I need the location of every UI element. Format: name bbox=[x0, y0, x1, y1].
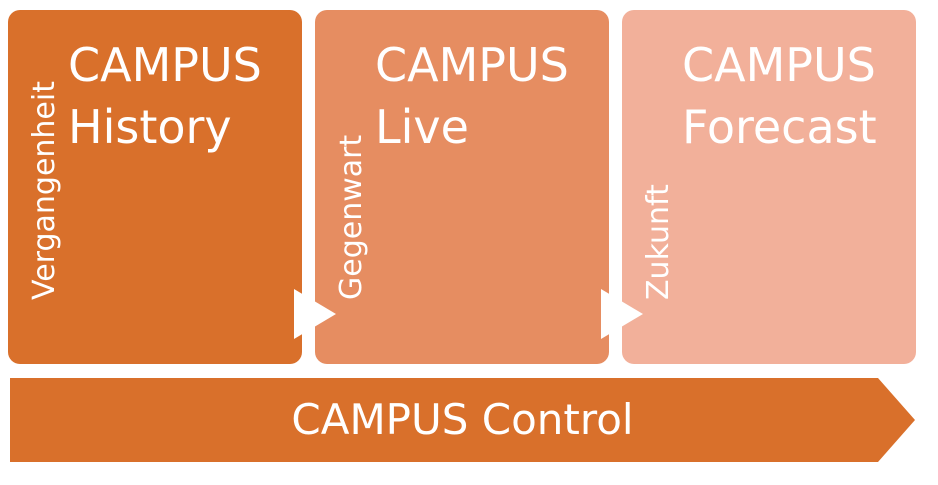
stage-history-title: CAMPUS History bbox=[68, 34, 262, 158]
chevron-arrow-icon bbox=[10, 378, 915, 462]
control-label: CAMPUS Control bbox=[291, 395, 634, 444]
stage-live-title-line2: Live bbox=[375, 100, 469, 154]
stage-history-title-line1: CAMPUS bbox=[68, 38, 262, 92]
stage-forecast-box: Zukunft CAMPUS Forecast bbox=[622, 10, 916, 364]
stage-history-period-label: Vergangenheit bbox=[27, 81, 62, 300]
stage-forecast-title-line2: Forecast bbox=[682, 100, 877, 154]
stage-history-box: Vergangenheit CAMPUS History bbox=[8, 10, 302, 364]
stage-live-title-line1: CAMPUS bbox=[375, 38, 569, 92]
stage-history-title-line2: History bbox=[68, 100, 232, 154]
arrow-right-icon bbox=[601, 289, 643, 339]
arrow-right-icon bbox=[294, 289, 336, 339]
stage-forecast-title-line1: CAMPUS bbox=[682, 38, 876, 92]
stage-forecast-period-label: Zukunft bbox=[641, 184, 676, 300]
stage-live-period-label: Gegenwart bbox=[334, 134, 369, 300]
control-arrow-bar: CAMPUS Control bbox=[10, 378, 915, 462]
stage-live-box: Gegenwart CAMPUS Live bbox=[315, 10, 609, 364]
stage-live-title: CAMPUS Live bbox=[375, 34, 569, 158]
stage-forecast-title: CAMPUS Forecast bbox=[682, 34, 877, 158]
